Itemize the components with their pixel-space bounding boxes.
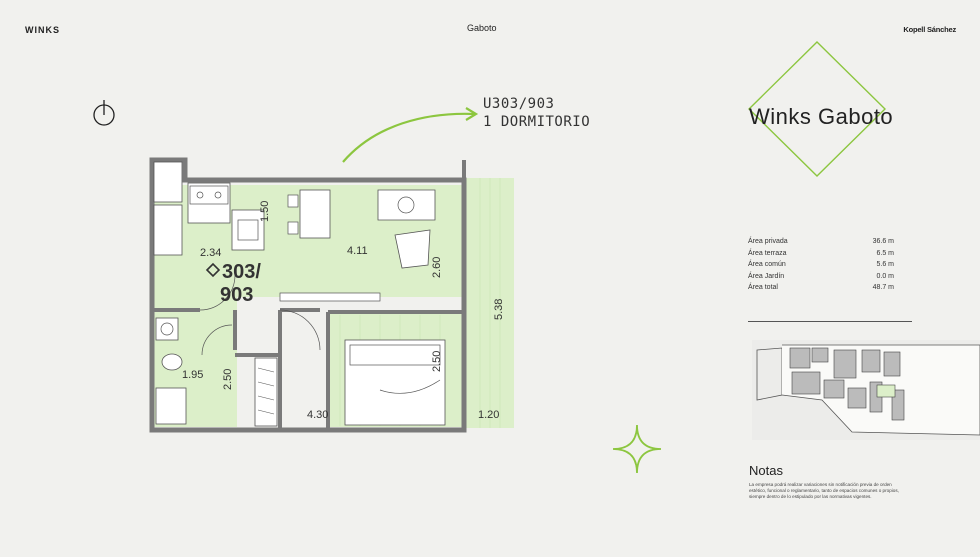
dim-bath-depth: 2.50 [222, 369, 234, 390]
unit-number-line1: 303/ [222, 261, 261, 283]
unit-type: 1 DORMITORIO [483, 114, 591, 130]
unit-number-label: 303/ 903 [205, 261, 261, 306]
dim-bedroom-depth: 2.50 [431, 351, 443, 372]
unit-code: U303/903 [483, 96, 555, 112]
diamond-outline [748, 41, 886, 177]
dim-bath-width: 1.95 [182, 369, 203, 381]
area-value: 36.6 m [872, 238, 894, 245]
unit-number-line2: 903 [220, 284, 253, 306]
dim-terrace-length: 5.38 [493, 299, 505, 320]
area-label: Área privada [748, 238, 788, 245]
project-title: Winks Gaboto [749, 104, 894, 129]
sparkle-icon [612, 424, 662, 474]
key-plan [752, 340, 980, 440]
north-compass-icon [93, 100, 115, 126]
area-value: 6.5 m [876, 249, 894, 257]
dim-kitchen-depth: 1.50 [259, 201, 271, 222]
divider [748, 321, 912, 322]
area-value: 48.7 m [872, 284, 894, 291]
area-value: 5.6 m [876, 261, 894, 268]
unit-handwritten-label: U303/903 1 DORMITORIO [483, 95, 590, 131]
area-row: Área Jardín 0.0 m [748, 271, 894, 283]
areas-table: Área privada 36.6 m Área terraza 6.5 m Áre… [748, 236, 894, 294]
area-label: Área Jardín [748, 272, 785, 280]
area-value: 0.0 m [876, 272, 894, 280]
area-row: Área terraza 6.5 m [748, 248, 894, 260]
dim-living-width: 4.11 [347, 245, 368, 257]
floor-plan: 1.50 2.34 4.11 2.60 5.38 1.95 2.50 2.50 … [149, 157, 514, 433]
dim-terrace-width: 1.20 [478, 409, 499, 421]
notes-text: La empresa podrá realizar variaciones si… [749, 482, 899, 499]
green-arrow-icon [342, 107, 479, 163]
dim-bedroom-width: 4.30 [307, 409, 328, 421]
dim-living-depth: 2.60 [431, 257, 443, 278]
winks-logo: WINKS [25, 25, 60, 35]
header-project-name: Gaboto [467, 23, 497, 33]
area-row: Área privada 36.6 m [748, 236, 894, 248]
area-label: Área terraza [748, 249, 787, 257]
kopell-sanchez-logo: Kopell Sánchez [903, 25, 956, 34]
area-row: Área común 5.6 m [748, 259, 894, 271]
dim-kitchen: 2.34 [200, 247, 221, 259]
area-label: Área común [748, 261, 786, 268]
area-label: Área total [748, 284, 778, 291]
notes-title: Notas [749, 463, 783, 478]
area-row: Área total 48.7 m [748, 282, 894, 294]
